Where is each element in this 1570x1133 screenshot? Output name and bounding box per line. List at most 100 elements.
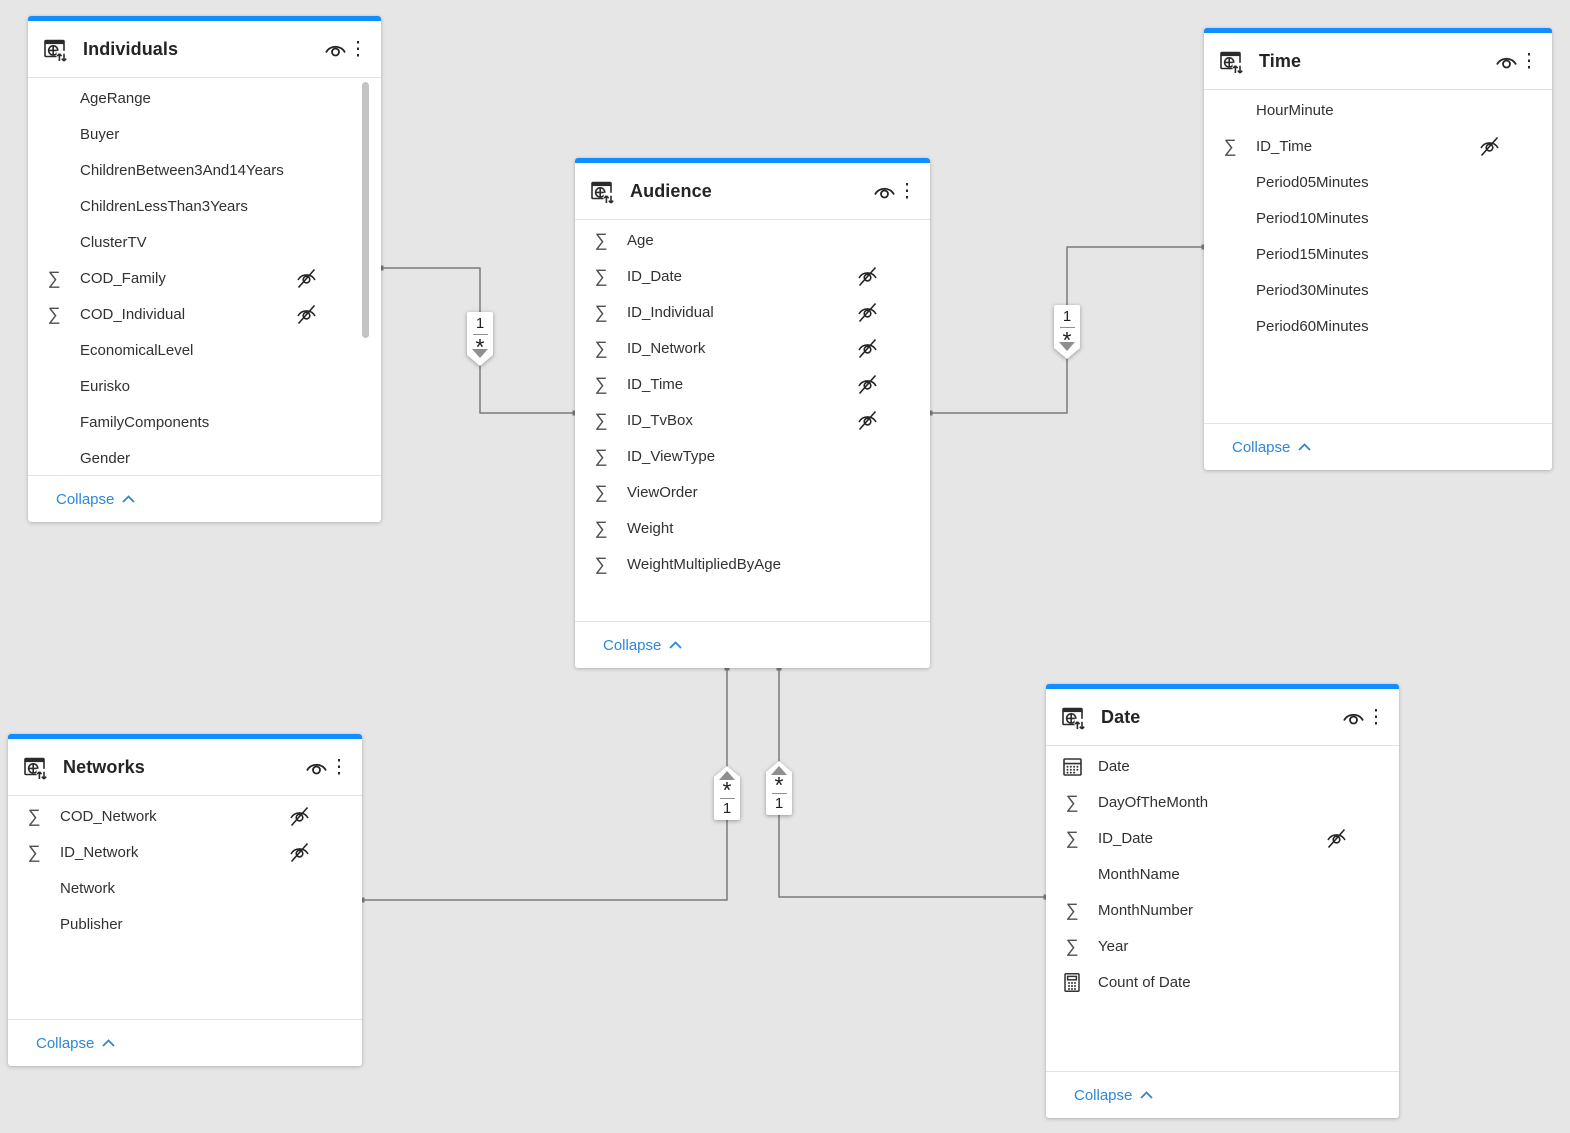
hidden-eye-icon[interactable] — [294, 267, 319, 290]
sigma-icon: ∑ — [1065, 792, 1079, 812]
field-row[interactable]: Network — [8, 870, 362, 906]
relationship-badge-audience-networks[interactable]: * 1 — [714, 766, 740, 822]
field-row[interactable]: ∑WeightMultipliedByAge — [575, 546, 930, 582]
field-label: Year — [1098, 937, 1129, 955]
hidden-eye-icon[interactable] — [287, 805, 312, 828]
field-row[interactable]: ChildrenLessThan3Years — [28, 188, 381, 224]
field-row[interactable]: Gender — [28, 440, 381, 475]
eye-icon[interactable] — [302, 753, 330, 781]
table-card-audience[interactable]: Audience ⋮ ∑Age∑ID_Date∑ID_Individual∑ID… — [575, 158, 930, 668]
field-row[interactable]: ∑ID_Date — [575, 258, 930, 294]
field-row[interactable]: MonthName — [1046, 856, 1399, 892]
field-row[interactable]: ChildrenBetween3And14Years — [28, 152, 381, 188]
collapse-link[interactable]: Collapse — [603, 637, 683, 654]
field-row[interactable]: ∑ID_Network — [8, 834, 362, 870]
field-label: Period10Minutes — [1256, 209, 1369, 227]
sigma-icon: ∑ — [594, 518, 608, 538]
eye-icon[interactable] — [1339, 703, 1367, 731]
field-row[interactable]: ∑ Weight — [575, 510, 930, 546]
collapse-link[interactable]: Collapse — [56, 491, 136, 508]
field-row[interactable]: ∑ID_Time — [575, 366, 930, 402]
chevron-up-icon — [668, 637, 683, 654]
more-options-icon[interactable]: ⋮ — [1519, 50, 1539, 72]
hidden-eye-icon[interactable] — [855, 265, 880, 288]
field-row[interactable]: Publisher — [8, 906, 362, 942]
field-label: FamilyComponents — [80, 413, 210, 431]
field-row[interactable]: FamilyComponents — [28, 404, 381, 440]
collapse-link[interactable]: Collapse — [1074, 1087, 1154, 1104]
field-row[interactable]: ∑DayOfTheMonth — [1046, 784, 1399, 820]
field-row[interactable]: AgeRange — [28, 80, 381, 116]
more-options-icon[interactable]: ⋮ — [1366, 706, 1386, 728]
field-label: ID_Individual — [627, 303, 714, 321]
more-options-icon[interactable]: ⋮ — [329, 756, 349, 778]
more-options-icon[interactable]: ⋮ — [897, 180, 917, 202]
collapse-link[interactable]: Collapse — [1232, 439, 1312, 456]
table-accent-bar — [8, 734, 362, 739]
field-label: Period30Minutes — [1256, 281, 1369, 299]
hidden-eye-icon[interactable] — [294, 303, 319, 326]
field-row[interactable]: ∑COD_Individual — [28, 296, 381, 332]
hidden-eye-icon[interactable] — [855, 373, 880, 396]
sigma-icon: ∑ — [1065, 828, 1079, 848]
field-row[interactable]: ∑ID_Time — [1204, 128, 1552, 164]
hidden-eye-icon[interactable] — [1477, 135, 1502, 158]
table-header: Time ⋮ — [1204, 33, 1552, 90]
sigma-icon: ∑ — [1065, 936, 1079, 956]
table-footer: Collapse — [1204, 423, 1552, 470]
hidden-eye-icon[interactable] — [855, 409, 880, 432]
relationship-badge-time-audience[interactable]: 1 * — [1054, 305, 1080, 361]
field-row[interactable]: Period15Minutes — [1204, 236, 1552, 272]
badge-divider — [1059, 327, 1075, 328]
field-row[interactable]: ∑COD_Network — [8, 798, 362, 834]
field-row[interactable]: EconomicalLevel — [28, 332, 381, 368]
sigma-icon: ∑ — [594, 482, 608, 502]
field-row[interactable]: ∑ID_TvBox — [575, 402, 930, 438]
table-title: Date — [1101, 706, 1141, 727]
field-label: ID_TvBox — [627, 411, 693, 429]
field-row[interactable]: Period05Minutes — [1204, 164, 1552, 200]
eye-icon[interactable] — [1492, 47, 1520, 75]
field-row[interactable]: ∑ Year — [1046, 928, 1399, 964]
field-row[interactable]: Period30Minutes — [1204, 272, 1552, 308]
field-row[interactable]: ∑ID_Individual — [575, 294, 930, 330]
field-row[interactable]: Period10Minutes — [1204, 200, 1552, 236]
relationship-badge-audience-date[interactable]: * 1 — [766, 761, 792, 817]
field-row[interactable]: Eurisko — [28, 368, 381, 404]
field-row[interactable]: HourMinute — [1204, 92, 1552, 128]
hidden-eye-icon[interactable] — [855, 337, 880, 360]
field-row[interactable]: ∑ID_Date — [1046, 820, 1399, 856]
relationship-badge-individuals-audience[interactable]: 1 * — [467, 312, 493, 368]
field-row[interactable]: ∑Age — [575, 222, 930, 258]
hidden-eye-icon[interactable] — [287, 841, 312, 864]
table-icon — [22, 754, 49, 781]
chevron-up-icon — [1297, 439, 1312, 456]
field-row[interactable]: ClusterTV — [28, 224, 381, 260]
hidden-eye-icon[interactable] — [1324, 827, 1349, 850]
field-row[interactable]: ∑MonthNumber — [1046, 892, 1399, 928]
field-list: ∑Age∑ID_Date∑ID_Individual∑ID_Network∑ID… — [575, 220, 930, 621]
field-row[interactable]: ∑ID_ViewType — [575, 438, 930, 474]
more-options-icon[interactable]: ⋮ — [348, 38, 368, 60]
cardinality-box: * 1 — [714, 776, 740, 820]
field-row[interactable]: Period60Minutes — [1204, 308, 1552, 344]
scrollbar-thumb[interactable] — [362, 82, 369, 338]
eye-icon[interactable] — [321, 35, 349, 63]
field-row[interactable]: ∑ID_Network — [575, 330, 930, 366]
table-icon — [1060, 704, 1087, 731]
field-row[interactable]: Count of Date — [1046, 964, 1399, 1000]
eye-icon[interactable] — [870, 177, 898, 205]
filter-direction-arrow-icon — [771, 766, 787, 775]
hidden-eye-icon[interactable] — [855, 301, 880, 324]
field-row[interactable]: ∑ViewOrder — [575, 474, 930, 510]
collapse-link[interactable]: Collapse — [36, 1035, 116, 1052]
field-row[interactable]: Date — [1046, 748, 1399, 784]
field-row[interactable]: Buyer — [28, 116, 381, 152]
field-label: Weight — [627, 519, 674, 537]
field-row[interactable]: ∑COD_Family — [28, 260, 381, 296]
collapse-label: Collapse — [56, 490, 115, 508]
